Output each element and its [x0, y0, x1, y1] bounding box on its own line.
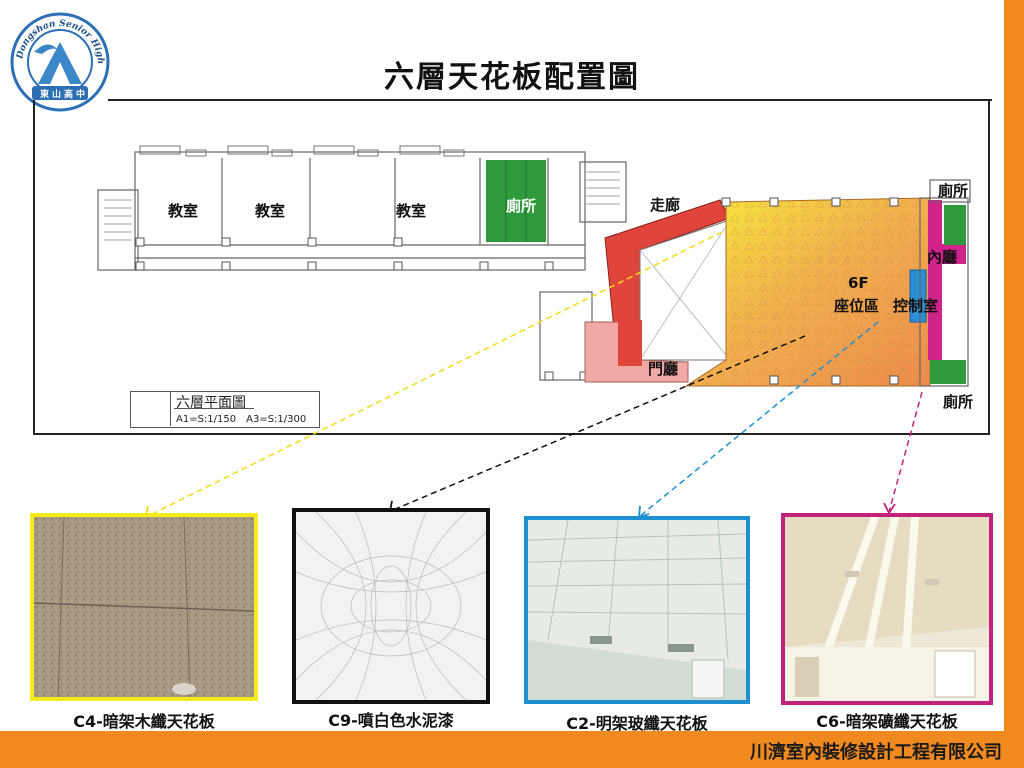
logo-char-mountain: 山 [52, 88, 61, 100]
accent-side-bar [1004, 0, 1024, 768]
label-classroom-2: 教室 [255, 202, 286, 220]
plan-legend-divider [170, 391, 171, 426]
plan-legend [130, 391, 320, 428]
footer-bar [0, 731, 1024, 768]
sample-c9-frame [292, 508, 490, 704]
sample-c6-caption: C6-暗架礦纖天花板 [816, 712, 958, 731]
label-seating-floor: 6F [848, 274, 869, 292]
label-seating-area: 座位區 [834, 297, 880, 315]
sample-c2-caption: C2-明架玻纖天花板 [566, 714, 708, 733]
label-lobby: 門廳 [648, 360, 679, 378]
logo-char-middle: 中 [76, 88, 85, 100]
restroom-left-zone [486, 160, 546, 242]
label-restroom-top-right: 廁所 [938, 182, 969, 200]
sample-c2-frame [524, 516, 750, 704]
floor-plan-frame [33, 100, 990, 435]
sample-c4-frame [30, 513, 258, 701]
mineral-fiber-ceiling-photo [785, 513, 989, 701]
cement-paint-texture-photo [295, 511, 487, 701]
logo-char-high: 高 [64, 88, 73, 100]
sample-c6-frame [781, 513, 993, 705]
page-title: 六層天花板配置圖 [384, 60, 640, 95]
label-inner-hall: 內廳 [927, 248, 958, 266]
label-classroom-3: 教室 [396, 202, 427, 220]
label-classroom-1: 教室 [168, 202, 199, 220]
company-name: 川濟室內裝修設計工程有限公司 [750, 742, 1002, 763]
label-restroom-left: 廁所 [506, 197, 537, 215]
fiberglass-grid-ceiling-photo [527, 519, 747, 700]
label-control-room: 控制室 [893, 297, 939, 315]
plan-legend-scale: A1=S:1/150 A3=S:1/300 [176, 414, 307, 425]
floor-plan-drawing [97, 145, 971, 519]
label-corridor: 走廊 [650, 196, 681, 214]
plan-frame-top [108, 99, 992, 101]
sample-c9-caption: C9-噴白色水泥漆 [328, 711, 454, 730]
school-logo-icon: Dongshan Senior High School 東 山 高 中 [8, 8, 110, 112]
wood-fiber-ceiling-photo [33, 516, 255, 698]
plan-legend-underline [174, 408, 254, 409]
logo-char-east: 東 [40, 88, 49, 100]
sample-c4-caption: C4-暗架木纖天花板 [73, 712, 215, 731]
plan-legend-title: 六層平面圖 [176, 395, 246, 411]
label-restroom-bottom-right: 廁所 [943, 393, 974, 411]
